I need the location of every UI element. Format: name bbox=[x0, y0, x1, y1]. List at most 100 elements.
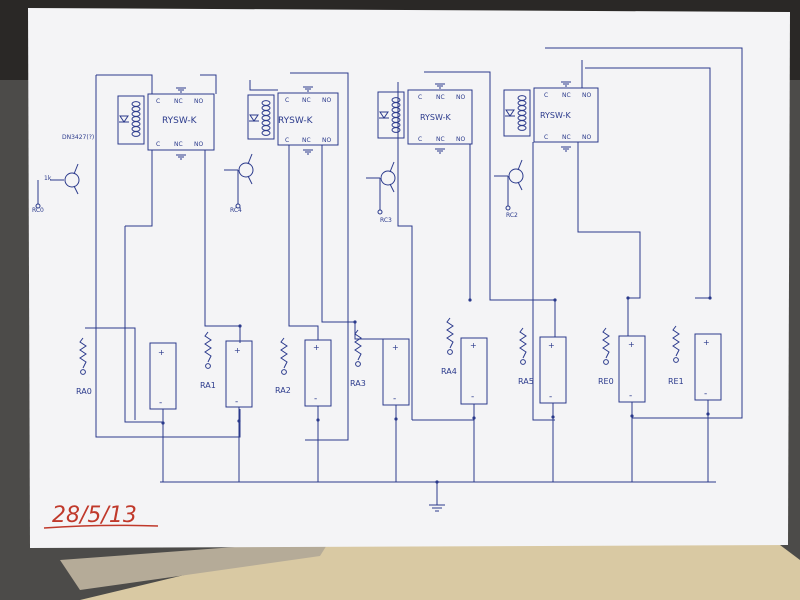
sensor-pad bbox=[520, 359, 526, 365]
pin-nc: NC bbox=[562, 134, 571, 141]
collector-lead bbox=[517, 159, 523, 171]
transistor-label: DN3427(?) bbox=[62, 134, 94, 141]
wire bbox=[577, 142, 641, 336]
wire bbox=[412, 407, 475, 421]
resistor bbox=[354, 329, 362, 361]
emitter-lead bbox=[73, 185, 79, 195]
wire bbox=[95, 75, 241, 438]
wire bbox=[424, 71, 556, 337]
battery-plus: + bbox=[392, 343, 399, 352]
junction-dot bbox=[468, 298, 472, 302]
resistor bbox=[672, 325, 680, 357]
relay-name: RYSW-K bbox=[162, 116, 198, 126]
relay-name: RYSW-K bbox=[420, 113, 451, 122]
wire bbox=[545, 47, 743, 419]
wire bbox=[125, 150, 153, 227]
battery-minus: - bbox=[314, 394, 317, 404]
pin-nc: NC bbox=[562, 92, 571, 99]
sensor-pad bbox=[673, 357, 679, 363]
base-resistor-label: 1k bbox=[44, 175, 52, 182]
battery-plus: + bbox=[470, 341, 477, 350]
battery-minus: - bbox=[159, 398, 162, 408]
battery-plus: + bbox=[628, 340, 635, 349]
battery-plus: + bbox=[703, 338, 710, 347]
sensor-label: RA3 bbox=[350, 379, 366, 388]
sensor-pad bbox=[281, 369, 287, 375]
junction-dot bbox=[394, 417, 398, 421]
coil-frame bbox=[503, 89, 531, 137]
coil-loop bbox=[517, 125, 527, 131]
pin-c: C bbox=[544, 134, 548, 141]
wire bbox=[585, 67, 711, 299]
pin-no: NO bbox=[582, 92, 591, 99]
sensor-pad bbox=[80, 369, 86, 375]
handwritten-date: 28/5/13 bbox=[52, 503, 137, 528]
pin-no: NO bbox=[582, 134, 591, 141]
battery-minus: - bbox=[235, 397, 238, 407]
relay-labels: RYSW-K RYSW-K RYSW-K RYSW-K C NC NO C NC… bbox=[32, 92, 591, 224]
junction-dot bbox=[630, 414, 634, 418]
wire bbox=[290, 72, 349, 226]
pin-nc: NC bbox=[436, 136, 445, 143]
junction-dot bbox=[551, 415, 555, 419]
coil-frame bbox=[377, 91, 405, 139]
resistor bbox=[519, 327, 527, 359]
pin-c: C bbox=[156, 98, 160, 105]
resistor bbox=[602, 327, 610, 359]
sensor-label: RA0 bbox=[76, 387, 92, 396]
wire bbox=[249, 80, 278, 91]
junction-dot bbox=[626, 296, 630, 300]
sensor-label: RE1 bbox=[668, 377, 684, 386]
wire bbox=[204, 150, 241, 343]
battery-plus: + bbox=[548, 341, 555, 350]
junction-dot bbox=[353, 320, 357, 324]
resistor bbox=[280, 337, 288, 369]
diode bbox=[249, 114, 259, 122]
pin-no: NO bbox=[194, 98, 203, 105]
sensor-pad bbox=[447, 349, 453, 355]
battery-plus: + bbox=[158, 348, 165, 357]
junction-dot bbox=[238, 324, 242, 328]
pin-nc: NC bbox=[174, 98, 183, 105]
battery-minus: - bbox=[471, 392, 474, 402]
collector-lead bbox=[73, 163, 79, 175]
wire bbox=[96, 74, 153, 94]
sensor-label: RA5 bbox=[518, 377, 534, 386]
transistor bbox=[508, 168, 524, 184]
pin-no: NO bbox=[456, 136, 465, 143]
wire bbox=[532, 142, 555, 421]
sensor-pad bbox=[603, 359, 609, 365]
relay-module bbox=[147, 93, 215, 151]
diode bbox=[379, 111, 389, 119]
pin-c: C bbox=[418, 94, 422, 101]
wire bbox=[124, 226, 163, 423]
pin-no: NO bbox=[194, 141, 203, 148]
sensor-pad bbox=[355, 361, 361, 367]
diode bbox=[505, 109, 515, 117]
battery-minus: - bbox=[629, 391, 632, 401]
coil-loop bbox=[261, 130, 271, 136]
ruler-shadow bbox=[60, 540, 330, 590]
resistor bbox=[204, 331, 212, 363]
coil-frame bbox=[117, 95, 145, 145]
sensor-label: RE0 bbox=[598, 377, 614, 386]
circuit-drawing bbox=[35, 47, 743, 512]
pin-c: C bbox=[418, 136, 422, 143]
wire bbox=[200, 74, 217, 94]
coil-frame bbox=[247, 94, 275, 140]
sensor-labels: RA0 RA1 RA2 RA3 RA4 RA5 RE0 RE1 bbox=[76, 367, 684, 396]
sensor-pad bbox=[205, 363, 211, 369]
battery-plus: + bbox=[313, 343, 320, 352]
battery-minus: - bbox=[549, 392, 552, 402]
wire bbox=[305, 226, 349, 441]
emitter-lead bbox=[247, 175, 253, 185]
wire bbox=[397, 82, 413, 420]
relay-module bbox=[407, 89, 473, 145]
sensor-label: RA2 bbox=[275, 386, 291, 395]
wire bbox=[288, 145, 319, 340]
junction-dot bbox=[435, 480, 439, 484]
diode bbox=[119, 115, 129, 123]
transistor bbox=[380, 170, 396, 186]
battery-marks: + - + - + - + - + - + - + - + - bbox=[158, 338, 710, 408]
junction-dot bbox=[708, 296, 712, 300]
